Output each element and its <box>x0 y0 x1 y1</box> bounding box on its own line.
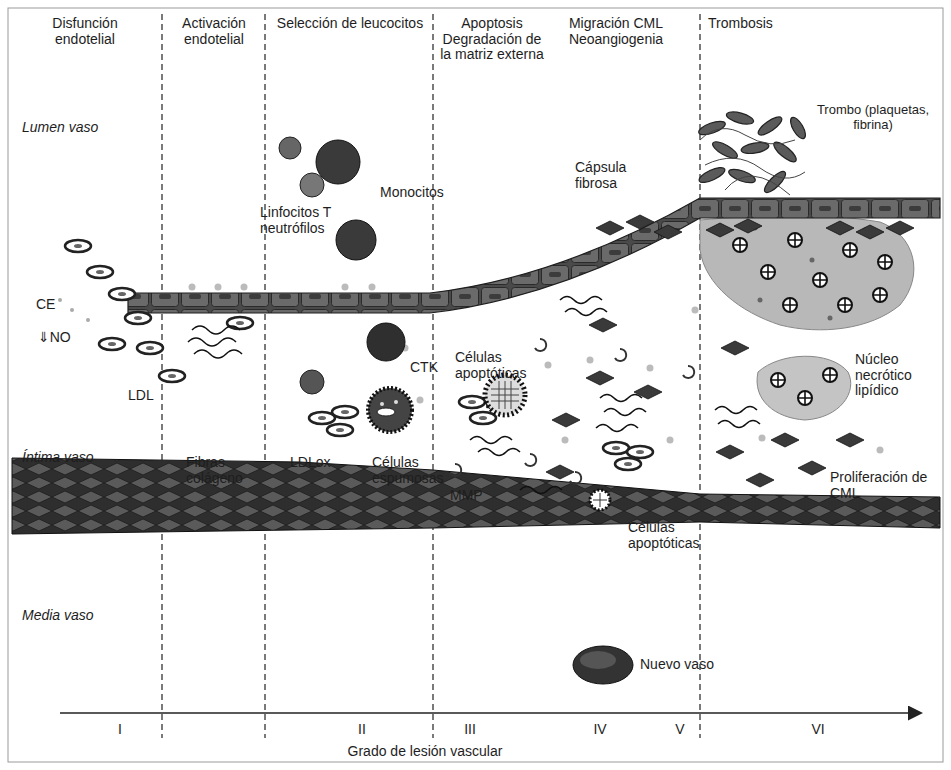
label: Grado de lesión vascular <box>295 744 555 760</box>
label: LDLox <box>290 455 350 471</box>
label: I <box>105 722 135 738</box>
label: Trombo (plaquetas, fibrina) <box>808 103 938 132</box>
label: Linfocitos T neutrófilos <box>260 205 360 236</box>
label: Monocitos <box>380 185 460 201</box>
label: III <box>455 722 485 738</box>
label: Lumen vaso <box>22 120 132 136</box>
label: Activación endotelial <box>166 16 262 47</box>
label: Proliferación de CML <box>830 470 930 501</box>
label: Cápsula fibrosa <box>575 160 645 191</box>
label: MMP <box>450 488 500 504</box>
label: II <box>347 722 377 738</box>
label: V <box>665 722 695 738</box>
label: Disfunción endotelial <box>30 16 140 47</box>
label: Media vaso <box>22 608 132 624</box>
label: CTK <box>410 360 450 376</box>
label: ⇓NO <box>38 330 88 346</box>
label: Íntima vaso <box>22 450 132 466</box>
label: IV <box>585 722 615 738</box>
label: Células espumosas <box>372 455 444 486</box>
label: Fibras colágeno <box>186 455 258 486</box>
label: Nuevo vaso <box>640 657 730 673</box>
label: Selección de leucocitos <box>275 16 425 32</box>
label: Apoptosis Degradación de la matriz exter… <box>436 16 548 63</box>
label: VI <box>803 722 833 738</box>
label: Células apoptóticas <box>455 350 555 381</box>
label: Migración CML Neoangiogenia <box>541 16 691 47</box>
label: Trombosis <box>708 16 798 32</box>
label: Núcleo necrótico lipídico <box>855 352 940 399</box>
label: Células apoptóticas <box>628 520 710 551</box>
label: CE <box>36 297 66 313</box>
label: LDL <box>128 388 168 404</box>
